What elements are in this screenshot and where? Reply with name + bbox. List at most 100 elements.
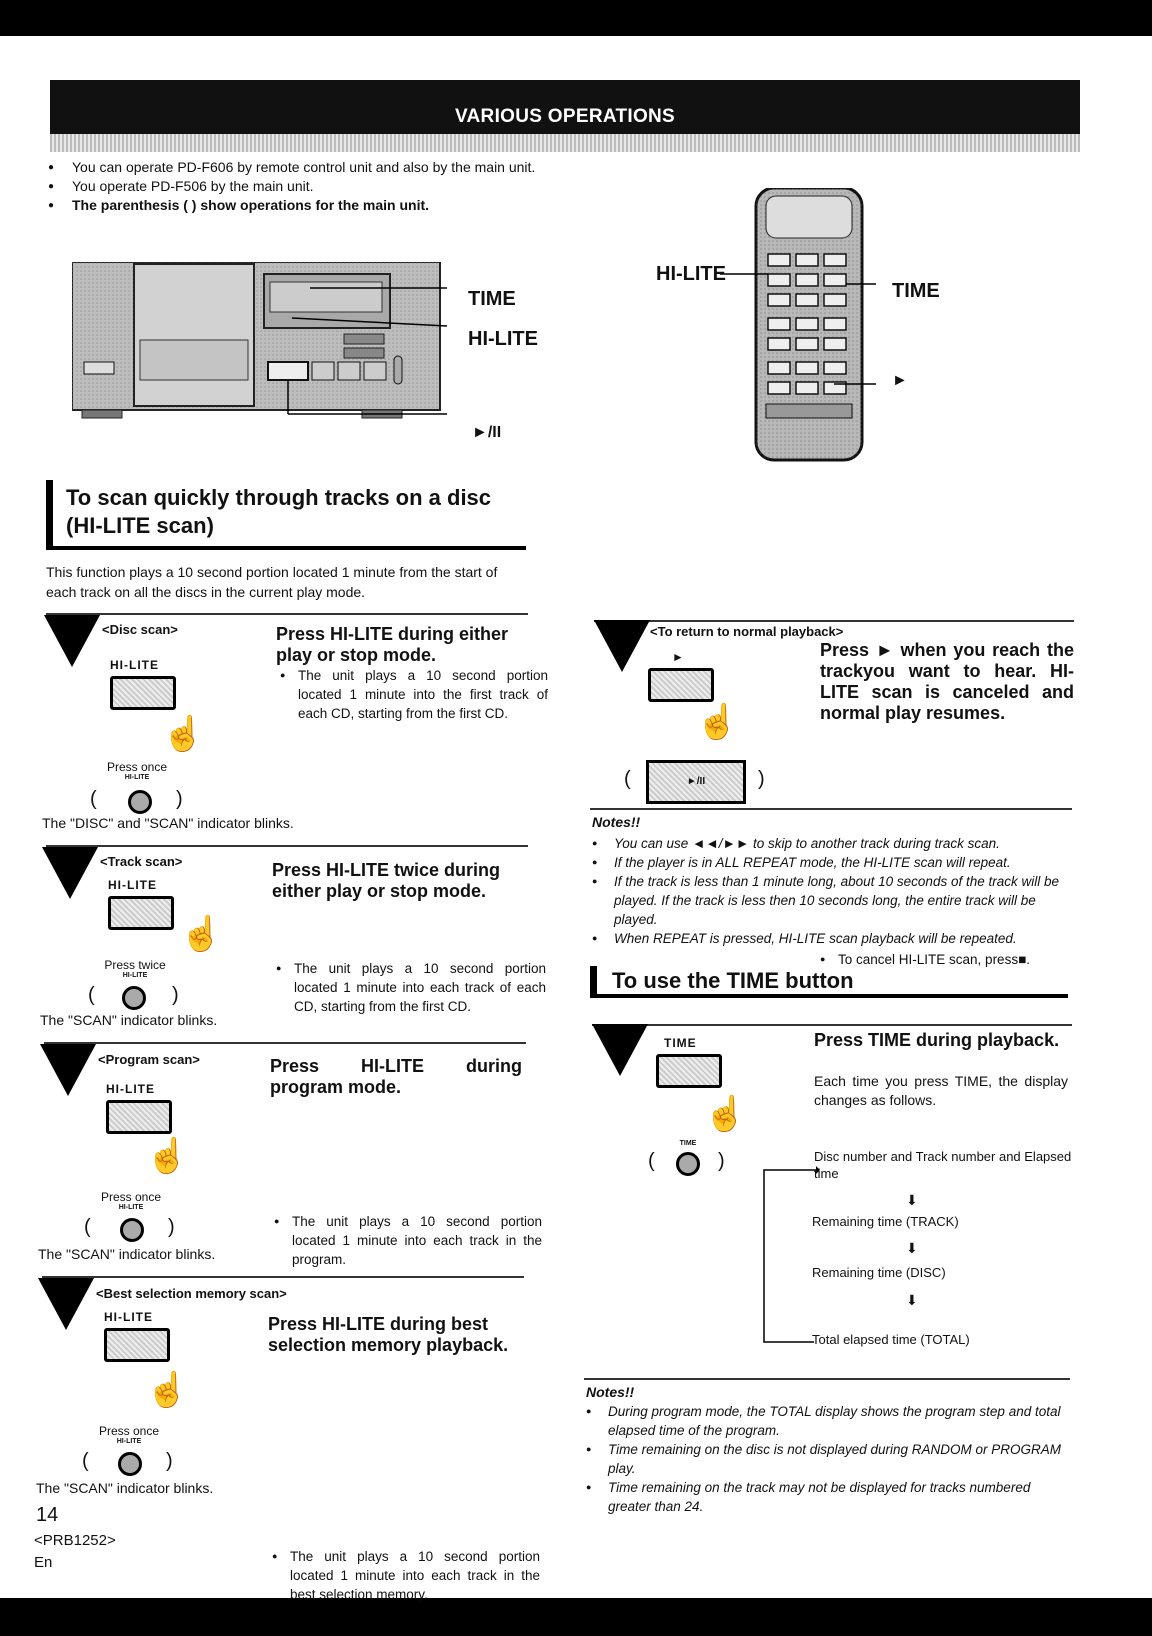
top-black-bar (0, 0, 1152, 36)
press-instruction: Press once (106, 760, 168, 774)
remote-play-label: ► (892, 372, 908, 389)
hilite-intro: This function plays a 10 second portion … (46, 564, 498, 600)
section-marker (590, 966, 597, 996)
hilite-section-title: To scan quickly through tracks on a disc… (66, 485, 492, 538)
remote-control-illustration (720, 188, 876, 462)
paren-open: ( (84, 1216, 91, 1238)
sequence-step: Remaining time (TRACK) (812, 1214, 959, 1229)
main-unit-time-knob[interactable] (676, 1152, 700, 1176)
time-heading: Press TIME during playback. (814, 1030, 1060, 1050)
press-instruction: Press once (98, 1424, 160, 1438)
divider (46, 845, 528, 847)
play-button-symbol: ► (672, 650, 684, 664)
remote-hilite-label: HI-LITE (656, 263, 726, 285)
notes-title: Notes!! (586, 1384, 635, 1400)
program-scan-indicator: The "SCAN" indicator blinks. (38, 1246, 216, 1262)
notes-title: Notes!! (592, 814, 641, 830)
main-play-pause-button[interactable]: ►/II (646, 760, 746, 804)
hilite-button[interactable] (110, 676, 176, 710)
time-body: Each time you press TIME, the display ch… (814, 1073, 1068, 1108)
step-triangle (38, 1278, 94, 1330)
paren-open: ( (648, 1150, 655, 1172)
pointing-hand-icon: ☝ (162, 715, 205, 753)
paren-open: ( (82, 1450, 89, 1472)
hilite-button[interactable] (104, 1328, 170, 1362)
document-code: <PRB1252> (34, 1532, 116, 1549)
divider (592, 1024, 1072, 1026)
main-unit-knob[interactable] (128, 790, 152, 814)
paren-close: ) (168, 1216, 175, 1238)
program-scan-body: The unit plays a 10 second portion locat… (270, 1212, 542, 1269)
note-item: If the player is in ALL REPEAT mode, the… (590, 853, 1076, 872)
note-item: Time remaining on the disc is not displa… (584, 1440, 1066, 1478)
main-unit-button-label: HI-LITE (122, 972, 148, 979)
step-triangle (40, 1044, 96, 1096)
note-item: If the track is less than 1 minute long,… (590, 872, 1076, 929)
sequence-loop-line (763, 1166, 820, 1343)
down-arrow-icon: ⬇ (906, 1192, 918, 1208)
disc-scan-body: The unit plays a 10 second portion locat… (276, 666, 548, 723)
play-button[interactable] (648, 668, 714, 702)
paren-close: ) (758, 768, 765, 790)
bullet-item: You can operate PD-F606 by remote contro… (44, 158, 544, 177)
main-unit-button-label: HI-LITE (124, 774, 150, 781)
paren-close: ) (718, 1150, 725, 1172)
section-marker (46, 480, 53, 548)
section-rule (590, 994, 1068, 998)
pointing-hand-icon: ☝ (146, 1371, 189, 1409)
paren-close: ) (176, 788, 183, 810)
main-unit-button-label: HI-LITE (118, 1204, 144, 1211)
paren-open: ( (624, 768, 631, 790)
time-button[interactable] (656, 1054, 722, 1088)
return-heading: Press ► when you reach the trackyou want… (820, 640, 1074, 723)
hilite-button-label: HI-LITE (110, 658, 159, 672)
track-scan-body: The unit plays a 10 second portion locat… (272, 959, 546, 1016)
program-scan-heading: Press HI-LITE during program mode. (270, 1056, 522, 1097)
notes-list: You can use ◄◄/►► to skip to another tra… (590, 834, 1076, 948)
paren-open: ( (90, 788, 97, 810)
bullet-item: You operate PD-F506 by the main unit. (44, 177, 544, 196)
pointing-hand-icon: ☝ (180, 915, 223, 953)
disc-scan-heading: Press HI-LITE during either play or stop… (276, 624, 509, 665)
hilite-button[interactable] (108, 896, 174, 930)
time-section-title: To use the TIME button (612, 968, 854, 993)
step-triangle (42, 847, 98, 899)
track-scan-indicator: The "SCAN" indicator blinks. (40, 1012, 218, 1028)
main-unit-illustration (72, 262, 448, 419)
hilite-button-label: HI-LITE (108, 878, 157, 892)
main-unit-knob[interactable] (118, 1452, 142, 1476)
divider (46, 613, 528, 615)
banner-halftone (50, 134, 1080, 152)
best-scan-indicator: The "SCAN" indicator blinks. (36, 1480, 214, 1496)
main-unit-knob[interactable] (122, 986, 146, 1010)
notes-list: During program mode, the TOTAL display s… (584, 1402, 1066, 1516)
return-body: To cancel HI-LITE scan, press■. (816, 950, 1096, 969)
hilite-button-label: HI-LITE (106, 1082, 155, 1096)
best-scan-label: <Best selection memory scan> (96, 1286, 287, 1301)
pointing-hand-icon: ☝ (146, 1137, 189, 1175)
note-item: Time remaining on the track may not be d… (584, 1478, 1066, 1516)
hilite-button-label: HI-LITE (104, 1310, 153, 1324)
main-unit-button-label: TIME (679, 1140, 697, 1147)
step-triangle (594, 620, 650, 672)
hilite-button[interactable] (106, 1100, 172, 1134)
down-arrow-icon: ⬇ (906, 1292, 918, 1308)
pointing-hand-icon: ☝ (704, 1095, 747, 1133)
main-play-pause-label: ►/II (472, 424, 502, 441)
main-unit-knob[interactable] (120, 1218, 144, 1242)
bottom-black-bar (0, 1598, 1152, 1636)
paren-open: ( (88, 984, 95, 1006)
page-number: 14 (36, 1504, 59, 1526)
page-title: VARIOUS OPERATIONS (454, 106, 676, 127)
main-hilite-label: HI-LITE (468, 328, 538, 350)
disc-scan-indicator: The "DISC" and "SCAN" indicator blinks. (42, 815, 294, 831)
divider (584, 1378, 1070, 1380)
time-button-label: TIME (664, 1036, 697, 1050)
paren-close: ) (172, 984, 179, 1006)
note-item: During program mode, the TOTAL display s… (584, 1402, 1066, 1440)
paren-close: ) (166, 1450, 173, 1472)
sequence-step: Total elapsed time (TOTAL) (812, 1332, 970, 1347)
bullet-item: The parenthesis ( ) show operations for … (44, 196, 544, 215)
main-time-label: TIME (468, 288, 516, 310)
disc-scan-label: <Disc scan> (102, 622, 178, 637)
